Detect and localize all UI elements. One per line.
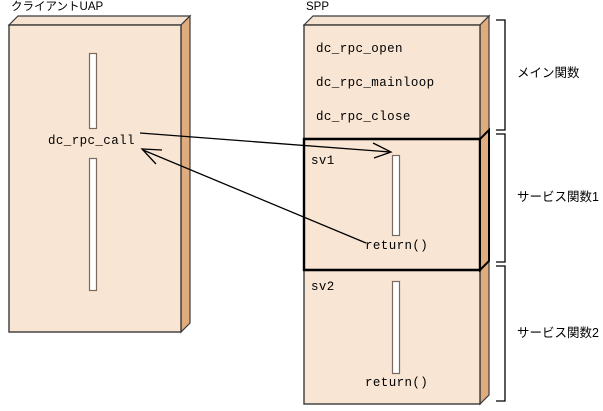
spp-main-line-dc-rpc-close: dc_rpc_close [316,110,411,124]
spp-sv1-highlight-side-face [479,127,490,273]
spp-sv1-name-label: sv1 [311,154,335,168]
bracket-service-function-2 [496,265,506,402]
client-lower-execution-bar [88,157,98,292]
client-box-side-face [180,14,191,334]
spp-box-title: SPP [306,1,330,13]
spp-box-top-face [302,15,491,26]
client-box-title: クライアントUAP [11,1,104,13]
return-arrow-head [140,148,163,165]
spp-main-line-dc-rpc-open: dc_rpc_open [316,42,403,56]
bracket-label-service-function-1: サービス関数1 [517,190,599,204]
spp-box [302,14,491,406]
bracket-group [496,19,506,402]
call-arrow-line [139,132,391,153]
spp-sv2-return-label: return() [365,376,429,390]
client-uap-box [7,14,192,334]
bracket-main-function [496,19,506,131]
bracket-service-function-1 [496,133,506,263]
client-dc-rpc-call-label: dc_rpc_call [48,134,135,148]
bracket-label-main-function: メイン関数 [517,66,580,80]
call-arrow-head [372,142,393,159]
spp-sv1-return-label: return() [365,239,429,253]
spp-main-line-dc-rpc-mainloop: dc_rpc_mainloop [316,76,435,90]
sv1-execution-bar [391,154,401,237]
return-arrow-line [142,149,367,244]
client-upper-execution-bar [88,52,98,130]
spp-sv2-name-label: sv2 [311,280,335,294]
client-box-top-face [7,15,192,26]
arrow-group [139,132,393,244]
sv2-execution-bar [391,280,401,375]
bracket-label-service-function-2: サービス関数2 [517,326,599,340]
